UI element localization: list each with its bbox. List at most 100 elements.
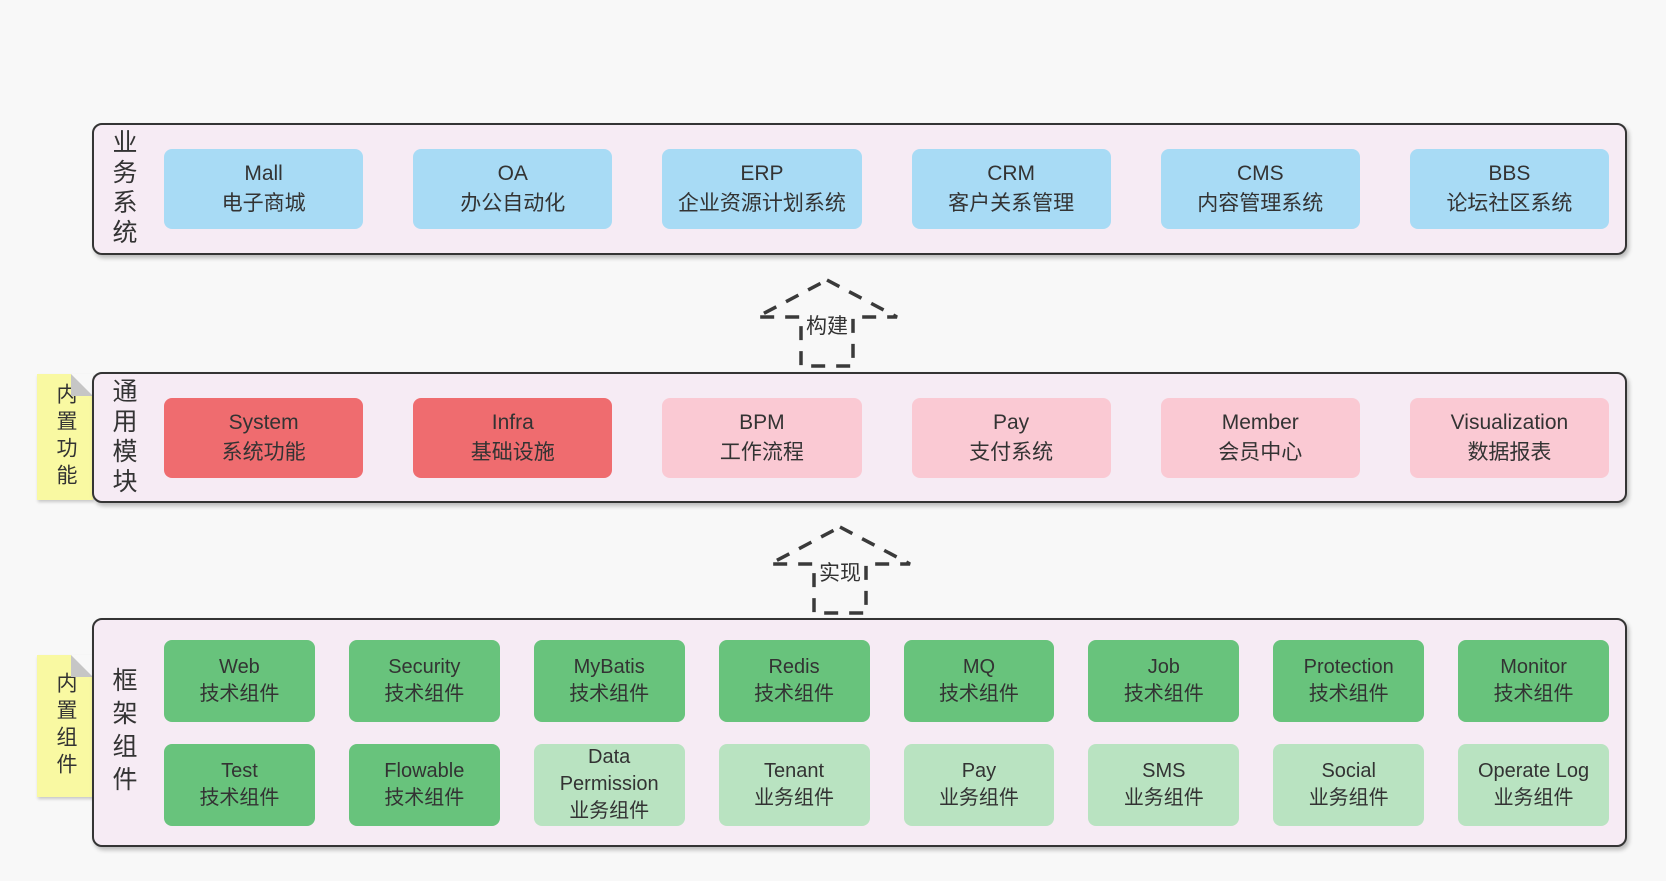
box-title: Redis [768, 655, 820, 678]
arrow-build: 构建 [752, 277, 902, 369]
arrow-implement-label: 实现 [816, 557, 864, 587]
box-pay: Pay 支付系统 [911, 397, 1111, 478]
up-block-arrow-icon [769, 525, 911, 615]
box-title: Pay [993, 410, 1030, 434]
box-title: CMS [1236, 162, 1284, 185]
box-pay: Pay 业务组件 [903, 743, 1055, 826]
box-subtitle: 办公自动化 [460, 192, 566, 215]
box-subtitle: 技术组件 [1123, 682, 1204, 705]
box-row: Mall 电子商城 OA 办公自动化 ERP 企业资源计划系统 CRM 客户关系管理 CMS 内容… [164, 149, 1610, 229]
box-subtitle: 内容管理系统 [1197, 192, 1324, 215]
box-title: Monitor [1500, 655, 1567, 678]
box-subtitle: 业务组件 [938, 786, 1019, 809]
box-subtitle: 技术组件 [569, 682, 650, 705]
box-operate-log: Operate Log 业务组件 [1458, 743, 1609, 826]
box-subtitle: 客户关系管理 [948, 192, 1075, 215]
box-subtitle: 技术组件 [199, 682, 280, 705]
box-title: OA [497, 162, 528, 185]
box-title: MyBatis [573, 655, 645, 678]
box-subtitle: 电子商城 [221, 192, 306, 215]
box-title: Protection [1303, 655, 1394, 678]
box-member: Member 会员中心 [1160, 397, 1360, 478]
folded-corner-icon [71, 655, 93, 677]
box-subtitle: 技术组件 [1493, 682, 1574, 705]
box-subtitle: 论坛社区系统 [1446, 192, 1573, 215]
box-title: BBS [1488, 162, 1531, 185]
box-test: Test 技术组件 [164, 743, 315, 826]
box-subtitle: 数据报表 [1467, 440, 1552, 464]
arrow-implement: 实现 [765, 524, 915, 616]
box-monitor: Monitor 技术组件 [1458, 639, 1609, 722]
box-redis: Redis 技术组件 [718, 639, 870, 722]
box-subtitle: 业务组件 [569, 800, 650, 822]
box-title: BPM [739, 410, 785, 434]
box-bpm: BPM 工作流程 [662, 397, 862, 478]
box-title: Visualization [1450, 410, 1569, 434]
note-built-in-components-label: 内置组件 [54, 672, 77, 780]
box-subtitle: 基础设施 [470, 440, 555, 464]
box-title: Data Permission [559, 746, 659, 795]
arrow-build-label: 构建 [803, 310, 851, 340]
note-built-in-components: 内置组件 [37, 655, 93, 797]
box-title: Social [1321, 759, 1376, 782]
box-row: Test 技术组件 Flowable 技术组件 Data Permission 业务组件 T… [164, 743, 1609, 826]
layer-common-modules-label: 通用模块 [109, 377, 137, 498]
box-subtitle: 技术组件 [384, 682, 465, 705]
box-subtitle: 技术组件 [384, 786, 465, 809]
box-title: Flowable [384, 759, 465, 782]
box-subtitle: 企业资源计划系统 [677, 192, 846, 215]
box-subtitle: 支付系统 [969, 440, 1054, 464]
box-subtitle: 系统功能 [221, 440, 306, 464]
box-subtitle: 技术组件 [754, 682, 835, 705]
box-job: Job 技术组件 [1088, 639, 1240, 722]
box-title: Pay [961, 759, 997, 782]
box-subtitle: 工作流程 [719, 440, 804, 464]
layer-business-systems-label: 业务系统 [109, 129, 137, 249]
box-bbs: BBS 论坛社区系统 [1409, 149, 1610, 229]
box-infra: Infra 基础设施 [413, 397, 613, 478]
box-title: Operate Log [1477, 759, 1590, 782]
business-systems-boxes: Mall 电子商城 OA 办公自动化 ERP 企业资源计划系统 CRM 客户关系管理 CMS 内容… [152, 125, 1625, 253]
box-security: Security 技术组件 [348, 639, 500, 722]
box-crm: CRM 客户关系管理 [911, 149, 1111, 229]
box-subtitle: 技术组件 [199, 786, 280, 809]
layer-framework-components-label: 框架组件 [109, 666, 137, 799]
box-visualization: Visualization 数据报表 [1409, 397, 1610, 478]
box-erp: ERP 企业资源计划系统 [662, 149, 862, 229]
box-title: Mall [244, 162, 283, 185]
box-subtitle: 会员中心 [1218, 440, 1303, 464]
folded-corner-icon [71, 374, 93, 396]
box-flowable: Flowable 技术组件 [348, 743, 500, 826]
box-cms: CMS 内容管理系统 [1160, 149, 1360, 229]
box-title: Security [388, 655, 461, 678]
box-mall: Mall 电子商城 [164, 149, 364, 229]
box-title: Infra [491, 410, 534, 434]
box-title: Tenant [764, 759, 825, 782]
box-title: Web [219, 655, 260, 678]
box-title: Job [1147, 655, 1180, 678]
box-title: ERP [740, 162, 784, 185]
box-subtitle: 技术组件 [938, 682, 1019, 705]
box-title: SMS [1142, 759, 1186, 782]
up-block-arrow-icon [756, 278, 898, 368]
box-title: Member [1221, 410, 1299, 434]
layer-business-systems: 业务系统 Mall 电子商城 OA 办公自动化 ERP 企业资源计划系统 CRM 客户关系管理… [92, 123, 1627, 255]
box-mq: MQ 技术组件 [903, 639, 1055, 722]
note-built-in-features: 内置功能 [37, 374, 93, 500]
box-subtitle: 业务组件 [1123, 786, 1204, 809]
box-subtitle: 业务组件 [1493, 786, 1574, 809]
box-title: MQ [962, 655, 996, 678]
box-title: CRM [987, 162, 1036, 185]
box-data-permission: Data Permission 业务组件 [533, 743, 685, 826]
box-title: Test [221, 759, 258, 782]
